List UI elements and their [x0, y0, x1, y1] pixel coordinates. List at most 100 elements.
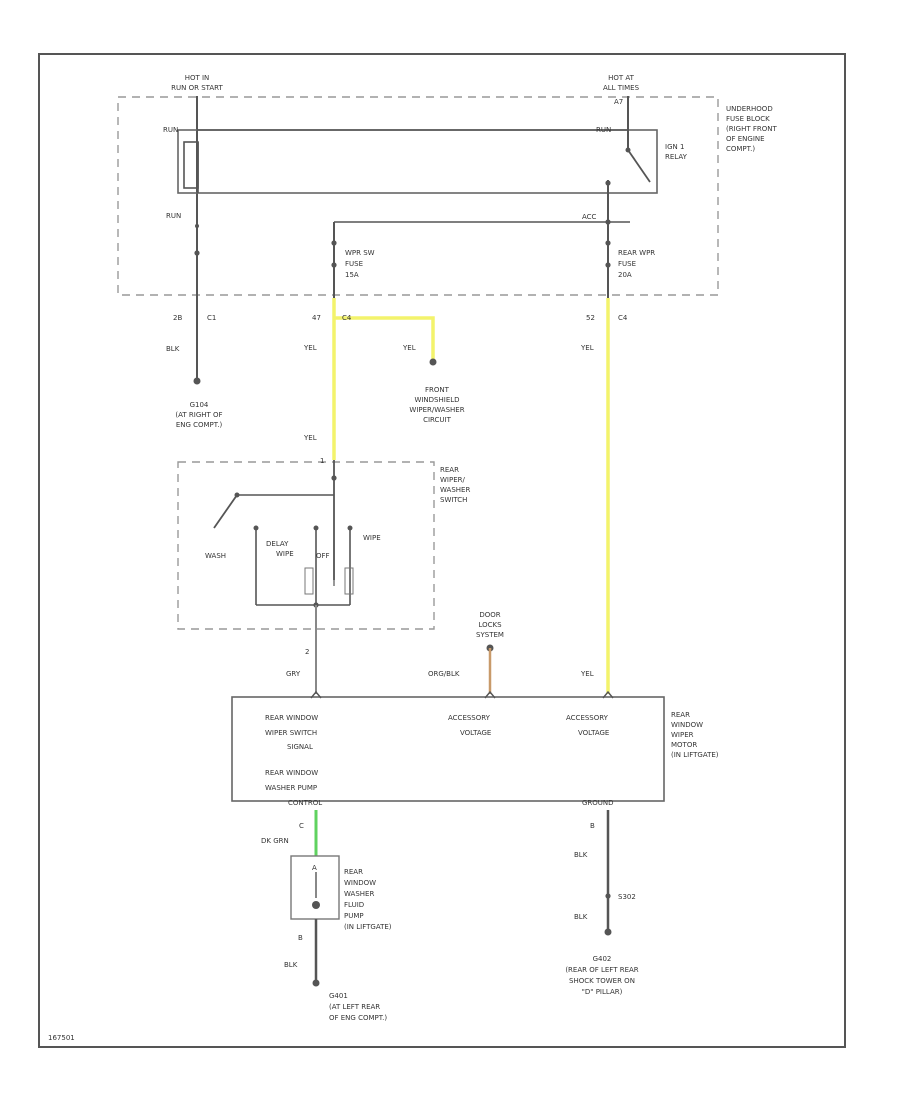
pump-label-1: REAR	[344, 868, 363, 876]
relay-label-2: RELAY	[665, 153, 688, 161]
yel-label-rear: YEL	[580, 344, 594, 352]
off-label: OFF	[316, 552, 330, 560]
c1-name: C1	[207, 314, 216, 322]
yel-label-switch: YEL	[303, 434, 317, 442]
wipe-contact	[347, 525, 353, 531]
motor-switch-signal-3: SIGNAL	[287, 743, 313, 751]
c1-pin: 2B	[173, 314, 182, 322]
yel-label-front: YEL	[303, 344, 317, 352]
pump-label-6: (IN LIFTGATE)	[344, 923, 392, 931]
motor-pin-org	[484, 690, 496, 699]
fuse-block-label-2: FUSE BLOCK	[726, 115, 770, 123]
fuse-block-label-5: COMPT.)	[726, 145, 755, 153]
switch-label-4: SWITCH	[440, 496, 467, 504]
hot-run-label-2: RUN OR START	[171, 84, 223, 92]
front-fuse-label-2: FUSE	[345, 260, 363, 268]
acc-splice-label: ACC	[582, 213, 597, 221]
switch-pin-top: 1	[320, 457, 324, 465]
hot-all-label-2: ALL TIMES	[603, 84, 640, 92]
front-washer-node	[429, 358, 437, 366]
front-washer-label-3: WIPER/WASHER	[409, 406, 464, 414]
front-fuse-top	[331, 240, 337, 246]
acc-bus-node	[605, 219, 611, 225]
motor-pin-ground: B	[590, 822, 595, 830]
motor-label-1: REAR	[671, 711, 690, 719]
g104-label-2: (AT RIGHT OF	[175, 411, 222, 419]
pump-label-5: PUMP	[344, 912, 364, 920]
motor-acc-left-1: ACCESSORY	[448, 714, 491, 722]
motor-pin-control: C	[299, 822, 304, 830]
c4-right-pin: 52	[586, 314, 595, 322]
underhood-fuse-block	[117, 96, 719, 296]
pump-blk-label: BLK	[284, 961, 298, 969]
front-fuse-label-3: 15A	[345, 271, 359, 279]
switch-label-2: WIPER/	[440, 476, 465, 484]
relay-contact-point	[625, 147, 631, 153]
c4-right-name: C4	[618, 314, 628, 322]
relay-pin-right: RUN	[596, 126, 611, 134]
pump-motor-symbol	[312, 901, 320, 909]
switch-resistor-left	[304, 567, 314, 595]
fuse-block-label-4: OF ENGINE	[726, 135, 765, 143]
motor-ground-label: GROUND	[582, 799, 614, 807]
motor-acc-right-2: VOLTAGE	[578, 729, 609, 737]
rear-fuse-bottom	[605, 262, 611, 268]
motor-label-3: WIPER	[671, 731, 694, 739]
rear-fuse-label-1: REAR WPR	[618, 249, 655, 257]
g401-label-3: OF ENG COMPT.)	[329, 1014, 387, 1022]
c4-left-name: C4	[342, 314, 352, 322]
run-splice-node-2	[194, 250, 200, 256]
g402-label-1: G402	[593, 955, 612, 963]
s302-splice-node	[605, 893, 611, 899]
switch-label-3: WASHER	[440, 486, 470, 494]
g104-label-3: ENG COMPT.)	[176, 421, 223, 429]
yel-label-branch: YEL	[402, 344, 416, 352]
delay-wipe-contact	[253, 525, 259, 531]
g401-label-1: G401	[329, 992, 348, 1000]
delay-label: DELAY	[266, 540, 289, 548]
g402-label-3: SHOCK TOWER ON	[569, 977, 635, 985]
wipe-label: WIPE	[363, 534, 381, 542]
relay-output-node	[605, 180, 611, 186]
motor-blk-upper: BLK	[574, 851, 588, 859]
diagram-code: 167501	[48, 1034, 75, 1042]
diagram-frame	[38, 53, 846, 1048]
door-locks-label-3: SYSTEM	[476, 631, 504, 639]
door-locks-label-2: LOCKS	[478, 621, 502, 629]
motor-label-4: MOTOR	[671, 741, 697, 749]
front-washer-branch-wire	[334, 316, 435, 360]
rear-wiper-motor-box	[231, 696, 665, 802]
front-fuse-bottom	[331, 262, 337, 268]
g104-wire-color: BLK	[166, 345, 180, 353]
g402-label-4: "D" PILLAR)	[582, 988, 623, 996]
gry-label: GRY	[286, 670, 301, 678]
hot-all-pin: A7	[614, 98, 623, 106]
pump-label-2: WINDOW	[344, 879, 376, 887]
relay-coil	[183, 141, 199, 189]
g401-label-2: (AT LEFT REAR	[329, 1003, 380, 1011]
rear-fuse-top	[605, 240, 611, 246]
g104-ground-node	[193, 377, 201, 385]
motor-acc-right-1: ACCESSORY	[566, 714, 609, 722]
motor-washer-control-2: WASHER PUMP	[265, 784, 317, 792]
switch-pin-bottom: 2	[305, 648, 309, 656]
g402-ground-node	[604, 928, 612, 936]
delay-wipe-label: WIPE	[276, 550, 294, 558]
motor-label-5: (IN LIFTGATE)	[671, 751, 719, 759]
front-fuse-label-1: WPR SW	[345, 249, 375, 257]
ign1-relay-box	[177, 129, 658, 194]
switch-label-1: REAR	[440, 466, 459, 474]
rear-wiper-switch-outline	[177, 461, 435, 630]
motor-switch-signal-2: WIPER SWITCH	[265, 729, 317, 737]
rear-fuse-label-2: FUSE	[618, 260, 636, 268]
front-washer-label-1: FRONT	[425, 386, 450, 394]
motor-blk-lower: BLK	[574, 913, 588, 921]
wash-contact-point	[234, 492, 240, 498]
hot-run-label-1: HOT IN	[185, 74, 210, 82]
motor-pin-gry	[310, 690, 322, 699]
relay-label-1: IGN 1	[665, 143, 684, 151]
s302-label: S302	[618, 893, 636, 901]
hot-all-label-1: HOT AT	[608, 74, 635, 82]
org-blk-label: ORG/BLK	[428, 670, 460, 678]
